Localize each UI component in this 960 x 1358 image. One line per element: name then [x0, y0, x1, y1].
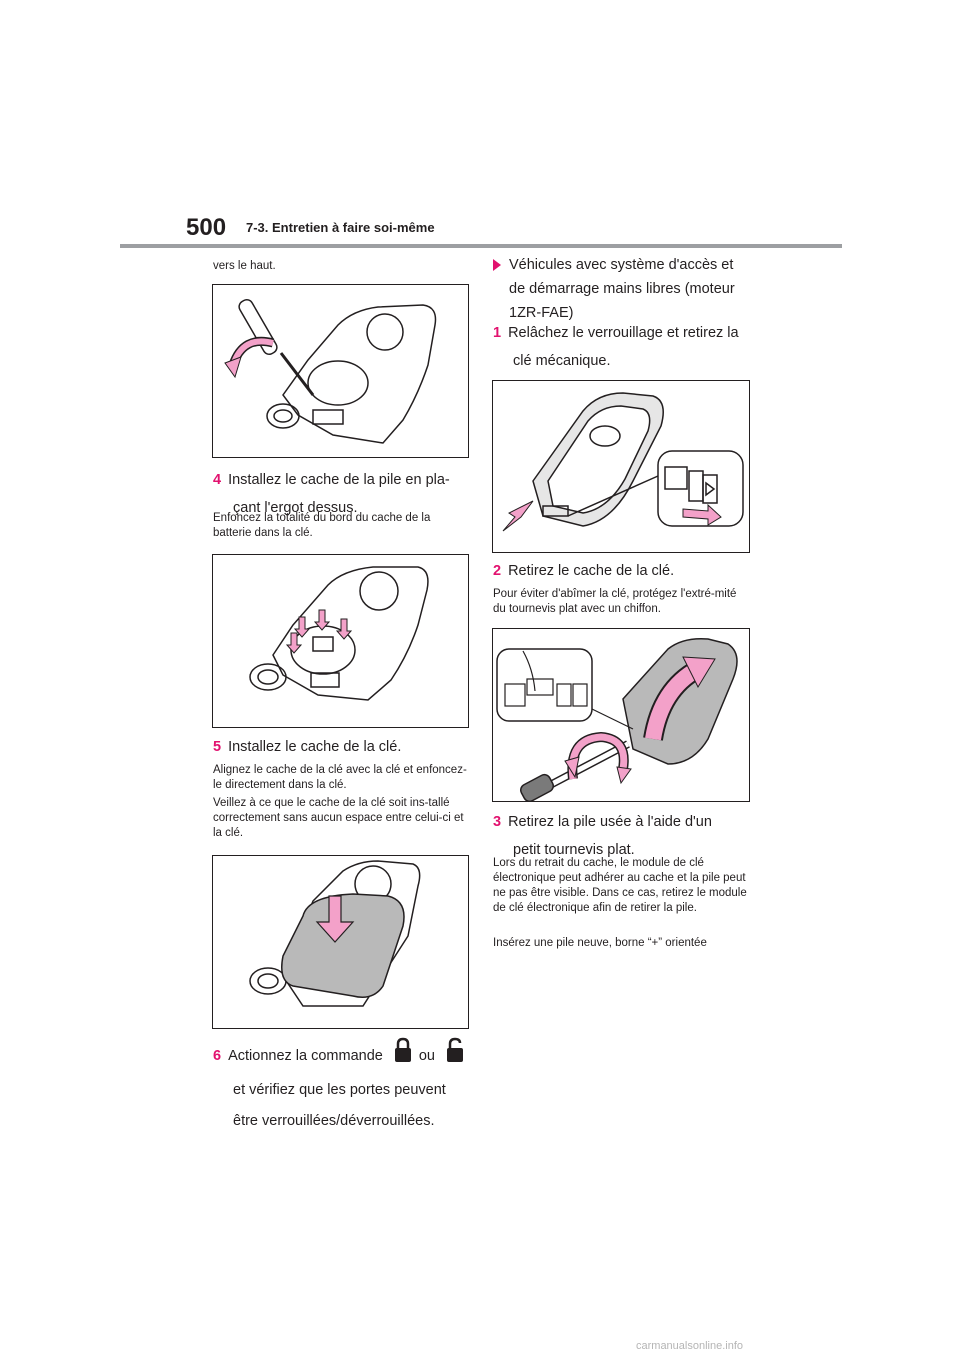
header-rule — [120, 244, 842, 248]
step-4-note: Enfoncez la totalité du bord du cache de… — [213, 512, 431, 539]
step-text: Actionnez la commande — [228, 1047, 383, 1064]
condition-text: de démarrage mains libres (moteur — [509, 281, 735, 297]
step-number: 6 — [213, 1047, 222, 1064]
figure-key-cover-install — [212, 855, 469, 1029]
intro-text: vers le haut. — [213, 260, 276, 272]
page-number: 500 — [186, 214, 227, 241]
condition-text: 1ZR-FAE) — [509, 305, 574, 321]
step-text: Retirez le cache de la clé. — [508, 563, 675, 579]
figure-screwdriver-open — [212, 284, 469, 458]
unlock-icon — [445, 1037, 465, 1075]
figure-mechanical-key — [492, 380, 750, 553]
step-4: 4 Installez le cache de la pile en pla- ç… — [213, 466, 450, 522]
step-text-or: ou — [418, 1047, 435, 1064]
bullet-triangle-icon — [493, 259, 501, 272]
figure-battery-cover — [212, 554, 469, 728]
lock-icon — [393, 1037, 413, 1075]
step-text: Retirez la pile usée à l'aide d'un — [508, 814, 712, 830]
step-5: 5 Installez le cache de la clé. — [213, 733, 401, 761]
step-text: Relâchez le verrouillage et retirez la — [508, 325, 739, 341]
step-text: petit tournevis plat. — [513, 842, 635, 858]
step-number: 3 — [493, 814, 502, 830]
vehicle-condition: Véhicules avec système d'accès et de dém… — [493, 253, 735, 325]
step-2: 2 Retirez le cache de la clé. — [493, 557, 674, 585]
step-5-note-1: Alignez le cache de la clé avec la clé e… — [213, 764, 467, 791]
step-number: 5 — [213, 739, 222, 755]
step-text: et vérifiez que les portes peuvent — [233, 1082, 446, 1098]
condition-text: Véhicules avec système d'accès et — [509, 257, 734, 273]
step-text: être verrouillées/déverrouillées. — [233, 1113, 435, 1129]
step-text: Installez le cache de la clé. — [228, 739, 402, 755]
section-title: 7-3. Entretien à faire soi-même — [246, 220, 435, 235]
step-number: 4 — [213, 472, 222, 488]
step-number: 1 — [493, 325, 502, 341]
step-2-note: Pour éviter d'abîmer la clé, protégez l'… — [493, 588, 737, 615]
step-text: Installez le cache de la pile en pla- — [228, 472, 450, 488]
watermark: carmanualsonline.info — [636, 1340, 744, 1352]
step-3-note-1: Lors du retrait du cache, le module de c… — [493, 857, 747, 914]
step-5-note-2: Veillez à ce que le cache de la clé soit… — [213, 797, 464, 839]
figure-remove-key-cover — [492, 628, 750, 802]
step-text: çant l'ergot dessus. — [233, 500, 358, 516]
step-number: 2 — [493, 563, 502, 579]
step-3: 3 Retirez la pile usée à l'aide d'un peti… — [493, 808, 712, 864]
step-3-note-2: Insérez une pile neuve, borne “+” orient… — [493, 937, 707, 949]
step-text: clé mécanique. — [513, 353, 611, 369]
step-6: 6 Actionnez la commande ou et vérifiez qu… — [213, 1037, 471, 1137]
